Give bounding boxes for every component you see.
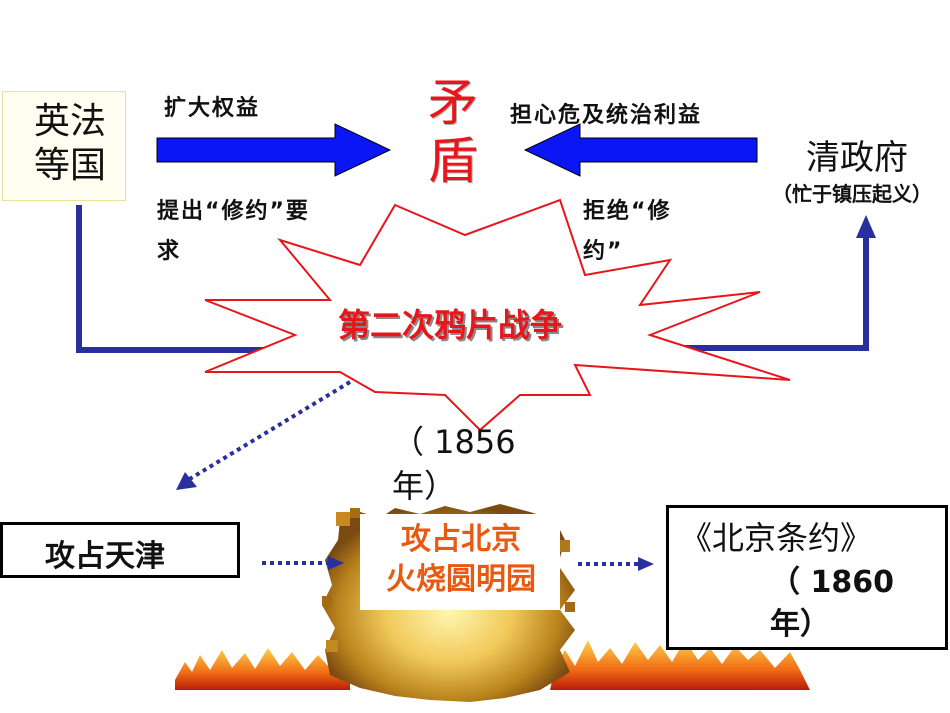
tianjin-arrowhead — [176, 472, 197, 490]
expand-rights-label: 扩大权益 — [164, 96, 261, 121]
right-connector-line — [650, 235, 869, 351]
right-arrow — [156, 123, 392, 177]
refuse-revision-label: 拒绝“修 约” — [583, 199, 672, 264]
war-title: 第二次鸦片战争 — [338, 306, 563, 344]
treaty-arrowhead — [638, 557, 654, 571]
war-year: （ 1856 年） — [392, 423, 516, 505]
demand-revision-label: 提出“修约”要 求 — [157, 199, 310, 264]
tianjin-box — [0, 522, 240, 578]
britain-france-box — [2, 91, 126, 201]
treaty-box — [666, 505, 948, 650]
up-arrowhead — [856, 215, 876, 238]
beijing-box — [360, 514, 560, 610]
qing-note-label: （忙于镇压起义） — [772, 182, 932, 206]
britain-france-label: 英法 等国 — [33, 101, 106, 186]
war-starburst — [204, 198, 791, 432]
dotted-arrow-to-tianjin — [186, 380, 352, 482]
beijing-label: 攻占北京 火烧圆明园 — [386, 522, 536, 597]
left-arrow — [523, 123, 758, 177]
qing-government-label: 清政府 — [806, 138, 908, 178]
conflict-label: 矛 盾 — [428, 74, 478, 190]
beijing-arrowhead — [328, 556, 344, 570]
worry-rule-label: 担心危及统治利益 — [510, 103, 703, 128]
flame-strip — [175, 640, 810, 690]
tianjin-label: 攻占天津 — [45, 539, 165, 574]
treaty-year: （ 1860 年） — [770, 565, 894, 642]
left-connector-line — [76, 205, 300, 353]
treaty-label: 《北京条约》 — [680, 519, 873, 557]
